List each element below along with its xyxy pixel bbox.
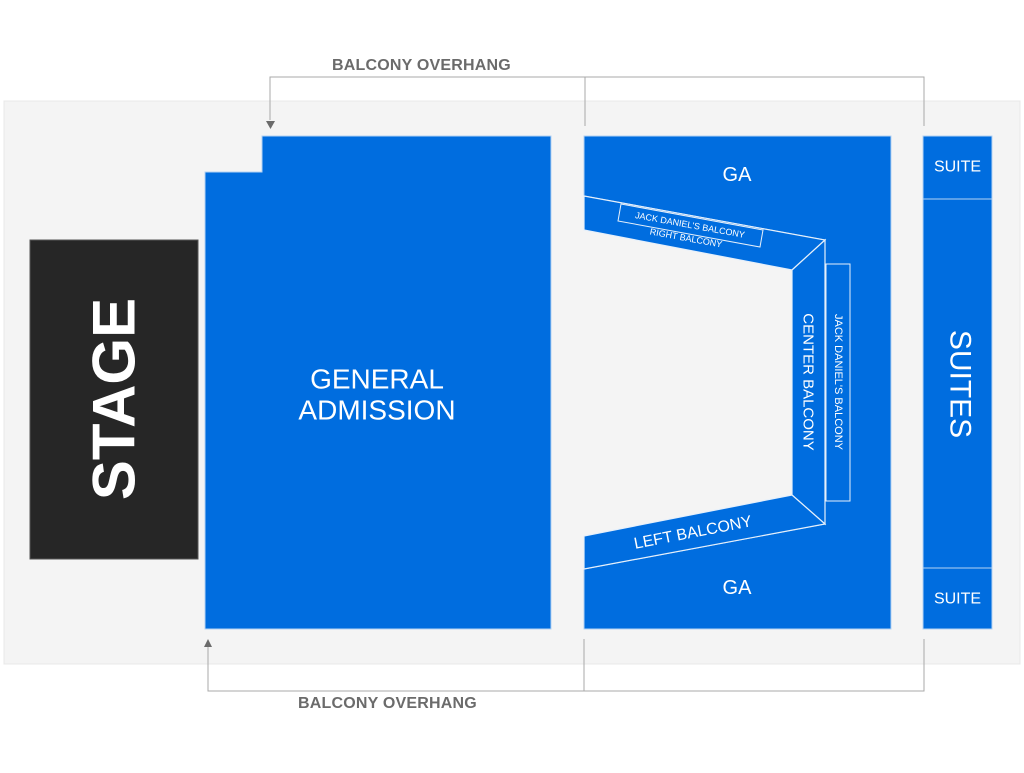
- stage-label: STAGE: [81, 298, 148, 500]
- top-overhang-bracket: [269, 76, 925, 126]
- general-admission-label-line1: GENERAL: [310, 364, 444, 395]
- ga-bottom-label: GA: [723, 577, 753, 599]
- suite-bottom-label: SUITE: [934, 591, 981, 608]
- jack-daniels-center-label: JACK DANIEL'S BALCONY: [832, 314, 844, 451]
- balcony-overhang-bottom-label: BALCONY OVERHANG: [298, 695, 477, 712]
- section-jack-daniels-balcony-center[interactable]: JACK DANIEL'S BALCONY: [825, 263, 851, 502]
- section-right-balcony[interactable]: RIGHT BALCONY: [583, 195, 827, 271]
- bottom-overhang-bracket: [207, 639, 925, 692]
- section-center-balcony[interactable]: CENTER BALCONY: [791, 238, 826, 526]
- section-suite-bottom[interactable]: SUITE: [922, 567, 993, 630]
- arrow-up-icon: [204, 639, 212, 647]
- balcony-overhang-top-label: BALCONY OVERHANG: [332, 57, 511, 74]
- section-general-admission[interactable]: GENERAL ADMISSION: [204, 135, 552, 630]
- section-suite-top[interactable]: SUITE: [922, 135, 993, 200]
- general-admission-label-line2: ADMISSION: [298, 395, 455, 426]
- ga-top-label: GA: [723, 164, 753, 186]
- stage: STAGE: [29, 239, 199, 560]
- section-suites[interactable]: SUITES: [922, 198, 993, 569]
- center-balcony-label: CENTER BALCONY: [800, 313, 817, 451]
- suites-label: SUITES: [944, 330, 977, 438]
- ga-side-fill: [826, 250, 891, 550]
- suite-top-label: SUITE: [934, 159, 981, 176]
- arrow-down-icon: [266, 121, 275, 129]
